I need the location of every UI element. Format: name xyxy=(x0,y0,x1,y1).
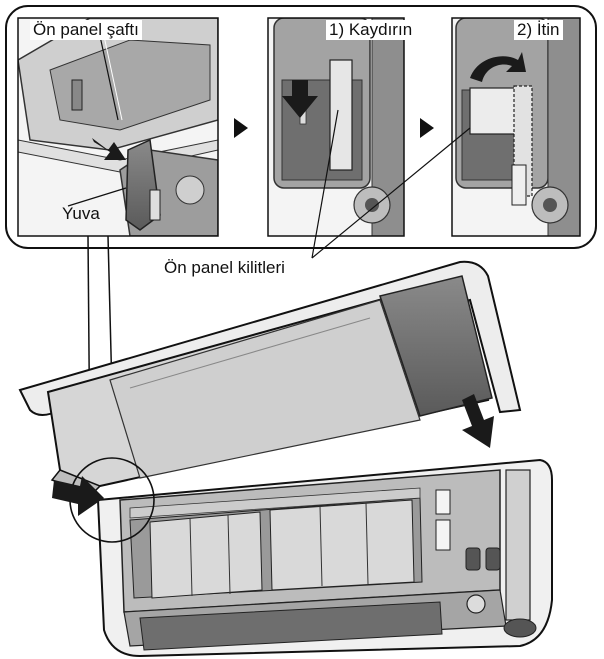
arrow-right-icon xyxy=(234,118,248,138)
arrow-right-icon xyxy=(420,118,434,138)
callout-panel-2 xyxy=(267,17,405,237)
callout-panel-3 xyxy=(451,17,581,237)
step1-label: 1) Kaydırın xyxy=(326,20,416,40)
arrow-down-icon xyxy=(92,138,126,160)
locks-label: Ön panel kilitleri xyxy=(164,258,285,277)
front-panel-open xyxy=(18,260,522,495)
arrow-right-icon xyxy=(52,476,104,516)
arrow-down-icon xyxy=(282,80,318,118)
shaft-label: Ön panel şaftı xyxy=(30,20,142,40)
indoor-unit-body xyxy=(96,458,553,658)
step2-label: 2) İtin xyxy=(514,20,563,40)
arrow-curved-icon xyxy=(470,52,526,82)
callout-panel-1 xyxy=(17,17,219,237)
slot-label: Yuva xyxy=(62,204,100,223)
arrow-down-icon xyxy=(462,394,494,448)
